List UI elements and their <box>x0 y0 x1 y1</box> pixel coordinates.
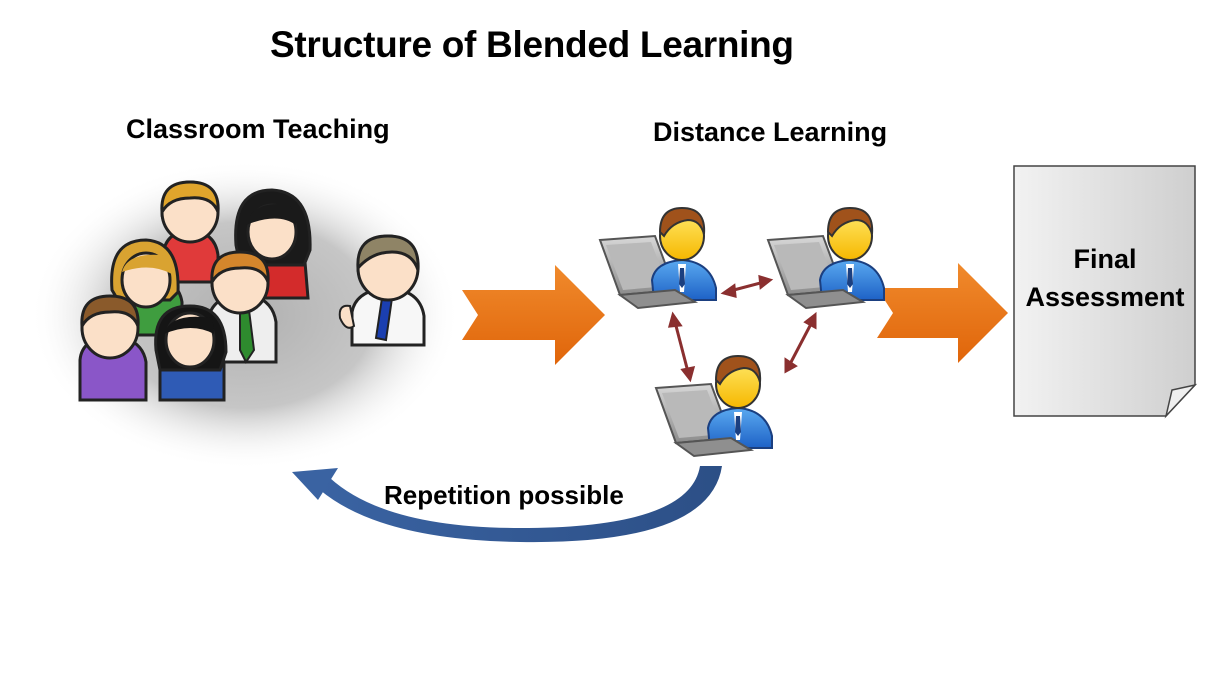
final-assessment-line2: Assessment <box>1025 282 1185 312</box>
learner-with-laptop-icon <box>655 355 773 457</box>
learner-with-laptop-icon <box>767 207 885 309</box>
learner-connection-arrows <box>667 274 817 383</box>
teacher-icon <box>338 234 426 347</box>
final-assessment-label: Final Assessment <box>1014 240 1196 316</box>
repetition-loop-arrow <box>320 466 722 543</box>
classroom-teaching-label: Classroom Teaching <box>126 114 390 144</box>
group-of-students-icon <box>78 180 312 402</box>
repetition-possible-label: Repetition possible <box>384 480 624 510</box>
distance-learning-label: Distance Learning <box>653 117 888 147</box>
flow-arrow-to-assessment <box>877 263 1008 363</box>
page-title: Structure of Blended Learning <box>270 24 794 65</box>
final-assessment-line1: Final <box>1073 244 1137 274</box>
flow-arrow-to-distance <box>462 265 605 365</box>
learner-with-laptop-icon <box>599 207 717 309</box>
